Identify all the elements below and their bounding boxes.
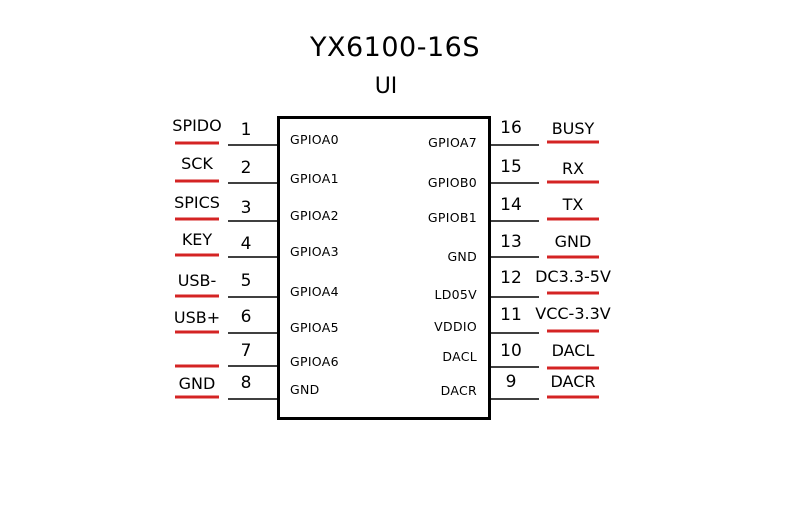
- pin-function-left: GPIOA1: [290, 171, 339, 186]
- pin-function-right: GND: [447, 249, 477, 264]
- diagram-subtitle: UI: [374, 74, 398, 99]
- pin-function-left: GPIOA0: [290, 132, 339, 147]
- signal-label-right: RX: [561, 159, 585, 178]
- pin-function-right: DACL: [442, 349, 477, 364]
- pin-number-right: 12: [500, 268, 522, 288]
- pin-function-right: VDDIO: [434, 319, 477, 334]
- pin-number-left: 8: [240, 373, 252, 393]
- signal-label-left: SPIDO: [172, 116, 222, 135]
- pin-function-left: GPIOA2: [290, 208, 339, 223]
- pin-number-right: 15: [500, 157, 522, 177]
- pin-function-right: LD05V: [434, 287, 477, 302]
- pin-number-right: 13: [500, 232, 522, 252]
- pin-function-left: GPIOA3: [290, 244, 339, 259]
- pin-number-left: 2: [240, 158, 252, 178]
- pin-number-right: 14: [500, 195, 522, 215]
- signal-label-right: DACL: [551, 341, 595, 360]
- signal-label-left: SPICS: [174, 193, 220, 212]
- signal-label-left: GND: [178, 374, 216, 393]
- pin-number-right: 11: [500, 305, 522, 325]
- pin-function-right: GPIOB0: [427, 175, 477, 190]
- pin-number-right: 16: [500, 118, 522, 138]
- pin-function-left: GPIOA4: [290, 284, 339, 299]
- pin-function-right: DACR: [440, 383, 477, 398]
- signal-label-right: DC3.3-5V: [535, 267, 611, 286]
- signal-label-left: SCK: [181, 154, 213, 173]
- pin-number-left: 4: [240, 234, 252, 254]
- diagram-title: YX6100-16S: [310, 32, 480, 63]
- signal-label-left: USB-: [177, 271, 217, 290]
- pin-number-left: 5: [240, 271, 252, 291]
- signal-label-left: KEY: [181, 230, 213, 249]
- pin-function-left: GPIOA6: [290, 354, 339, 369]
- signal-label-right: DACR: [550, 372, 596, 391]
- signal-label-left: USB+: [173, 308, 221, 327]
- pin-number-left: 7: [240, 341, 252, 361]
- pin-number-right: 10: [500, 341, 522, 361]
- pin-number-left: 6: [240, 307, 252, 327]
- pin-function-right: GPIOA7: [428, 135, 477, 150]
- pin-function-left: GND: [290, 382, 320, 397]
- pin-number-right: 9: [505, 372, 517, 392]
- chip-body: [277, 116, 491, 420]
- signal-label-right: GND: [554, 232, 592, 251]
- signal-label-right: VCC-3.3V: [535, 304, 611, 323]
- pin-function-left: GPIOA5: [290, 320, 339, 335]
- pin-number-left: 3: [240, 198, 252, 218]
- pin-number-left: 1: [240, 120, 252, 140]
- signal-label-right: TX: [562, 195, 584, 214]
- pin-function-right: GPIOB1: [427, 210, 477, 225]
- signal-label-right: BUSY: [551, 119, 595, 138]
